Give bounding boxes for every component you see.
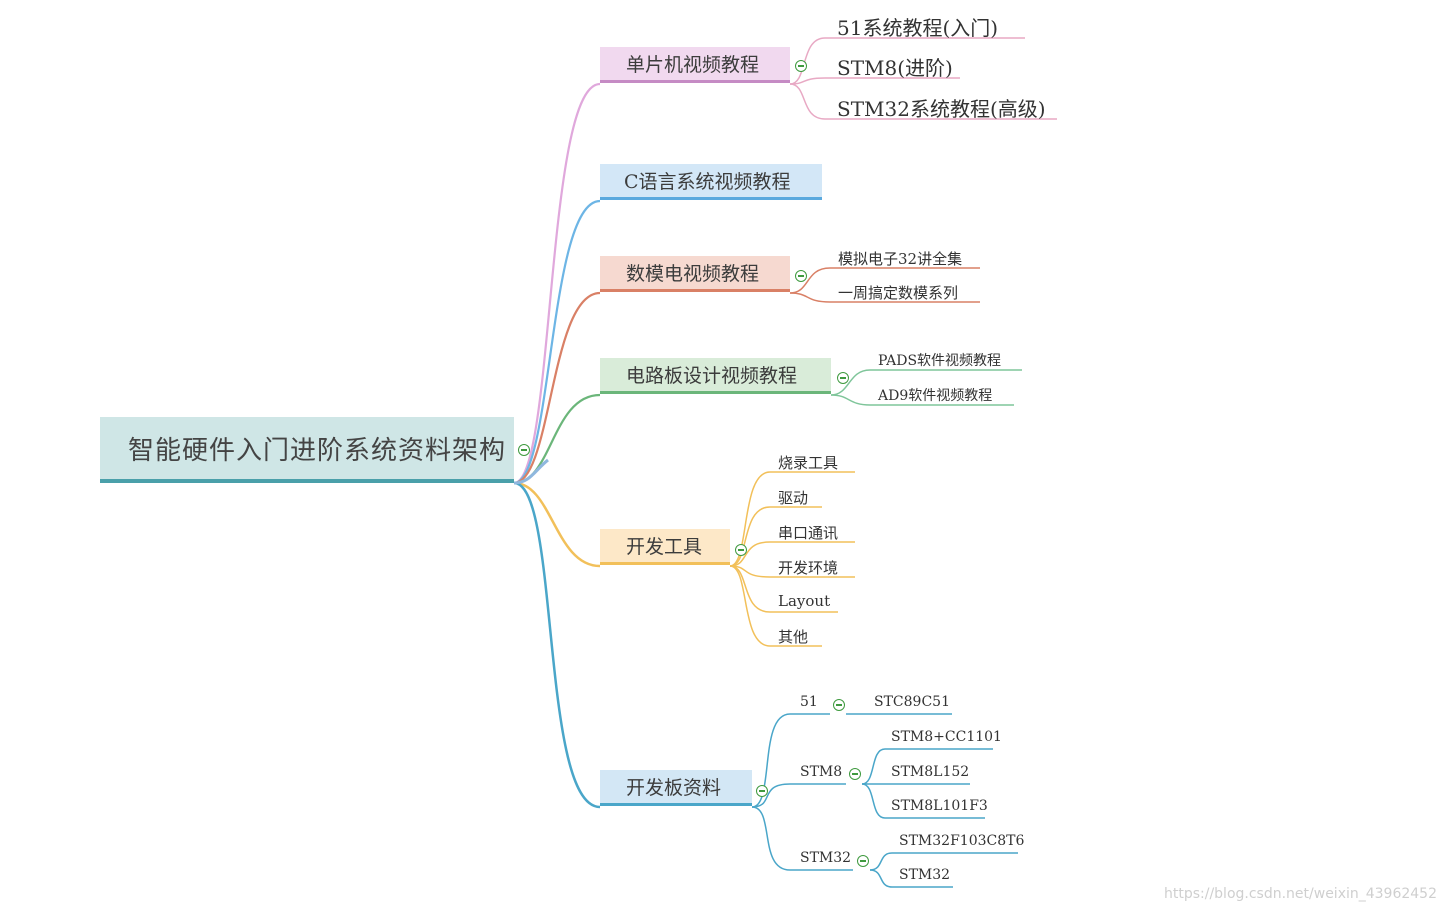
leaf-51-course[interactable]: 51系统教程(入门) [837, 16, 999, 40]
connector-b1-c1 [789, 37, 1025, 85]
connector-root-branch-6 [513, 481, 601, 809]
leaf-board-stm32[interactable]: STM32 [800, 850, 852, 866]
connector-b5-c1 [729, 471, 855, 567]
leaf-dev-env[interactable]: 开发环境 [778, 559, 839, 577]
connector-stm32-c2 [869, 869, 953, 888]
collapse-toggle-icon[interactable] [833, 699, 845, 711]
connector-stm8-c1 [861, 748, 993, 785]
connector-b3-c1 [789, 267, 980, 294]
connector-b6-c3 [751, 806, 853, 871]
connector-root-branch-2 [513, 199, 601, 485]
leaf-digital-analog-week[interactable]: 一周搞定数模系列 [838, 284, 959, 302]
connector-root-branch-5 [513, 481, 601, 568]
branch-dev-board-docs[interactable]: 开发板资料 [600, 770, 752, 806]
connector-b1-c3 [789, 83, 1057, 120]
leaf-board-stm8[interactable]: STM8 [800, 764, 843, 780]
leaf-stm8-cc1101[interactable]: STM8+CC1101 [891, 729, 1002, 745]
connector-root-branch-1 [513, 82, 601, 485]
leaf-stm8-course[interactable]: STM8(进阶) [837, 56, 953, 80]
leaf-stm32-course[interactable]: STM32系统教程(高级) [837, 97, 1046, 121]
connector-b5-c4 [729, 565, 855, 578]
connector-b5-c2 [729, 506, 822, 567]
watermark: https://blog.csdn.net/weixin_43962452 [1163, 886, 1437, 902]
leaf-serial-comm[interactable]: 串口通讯 [778, 524, 839, 542]
leaf-analog-32[interactable]: 模拟电子32讲全集 [838, 250, 963, 268]
branch-dev-tools[interactable]: 开发工具 [600, 529, 730, 565]
leaf-driver[interactable]: 驱动 [778, 489, 809, 507]
leaf-pads-video[interactable]: PADS软件视频教程 [878, 353, 1002, 369]
connector-root-thick [513, 458, 549, 485]
collapse-toggle-icon[interactable] [795, 270, 807, 282]
branch-mcu-video[interactable]: 单片机视频教程 [600, 47, 790, 83]
connector-stm8-c3 [861, 783, 985, 819]
connector-b4-c1 [830, 369, 1022, 396]
leaf-stc89c51[interactable]: STC89C51 [874, 694, 950, 710]
leaf-layout[interactable]: Layout [778, 592, 831, 610]
branch-analog-digital-video[interactable]: 数模电视频教程 [600, 256, 790, 292]
collapse-toggle-icon[interactable] [795, 60, 807, 72]
connector-b6-c1 [751, 713, 830, 808]
connector-b3-c2 [789, 292, 980, 303]
connector-root-branch-3 [513, 291, 601, 485]
collapse-toggle-icon[interactable] [849, 768, 861, 780]
leaf-stm8l101f3[interactable]: STM8L101F3 [891, 798, 988, 814]
leaf-stm8l152[interactable]: STM8L152 [891, 764, 970, 780]
collapse-toggle-icon[interactable] [837, 372, 849, 384]
branch-c-language-video[interactable]: C语言系统视频教程 [600, 164, 822, 200]
leaf-ad9-video[interactable]: AD9软件视频教程 [878, 388, 993, 404]
connector-stm32-c1 [869, 852, 1018, 871]
connector-b5-c6 [729, 565, 822, 647]
collapse-toggle-icon[interactable] [857, 855, 869, 867]
connector-b6-c2 [751, 783, 846, 808]
connector-b5-c3 [729, 541, 855, 567]
connector-b4-c2 [830, 394, 1014, 406]
connector-b1-c2 [789, 77, 960, 85]
root-topic[interactable]: 智能硬件入门进阶系统资料架构 [100, 417, 514, 483]
collapse-toggle-icon[interactable] [756, 785, 768, 797]
leaf-stm32[interactable]: STM32 [899, 867, 951, 883]
leaf-board-51[interactable]: 51 [800, 694, 818, 710]
collapse-toggle-icon[interactable] [518, 444, 530, 456]
collapse-toggle-icon[interactable] [735, 544, 747, 556]
branch-pcb-design-video[interactable]: 电路板设计视频教程 [600, 358, 831, 394]
leaf-stm32f103c8t6[interactable]: STM32F103C8T6 [899, 833, 1025, 849]
leaf-burn-tool[interactable]: 烧录工具 [778, 454, 839, 472]
leaf-other[interactable]: 其他 [778, 628, 809, 646]
